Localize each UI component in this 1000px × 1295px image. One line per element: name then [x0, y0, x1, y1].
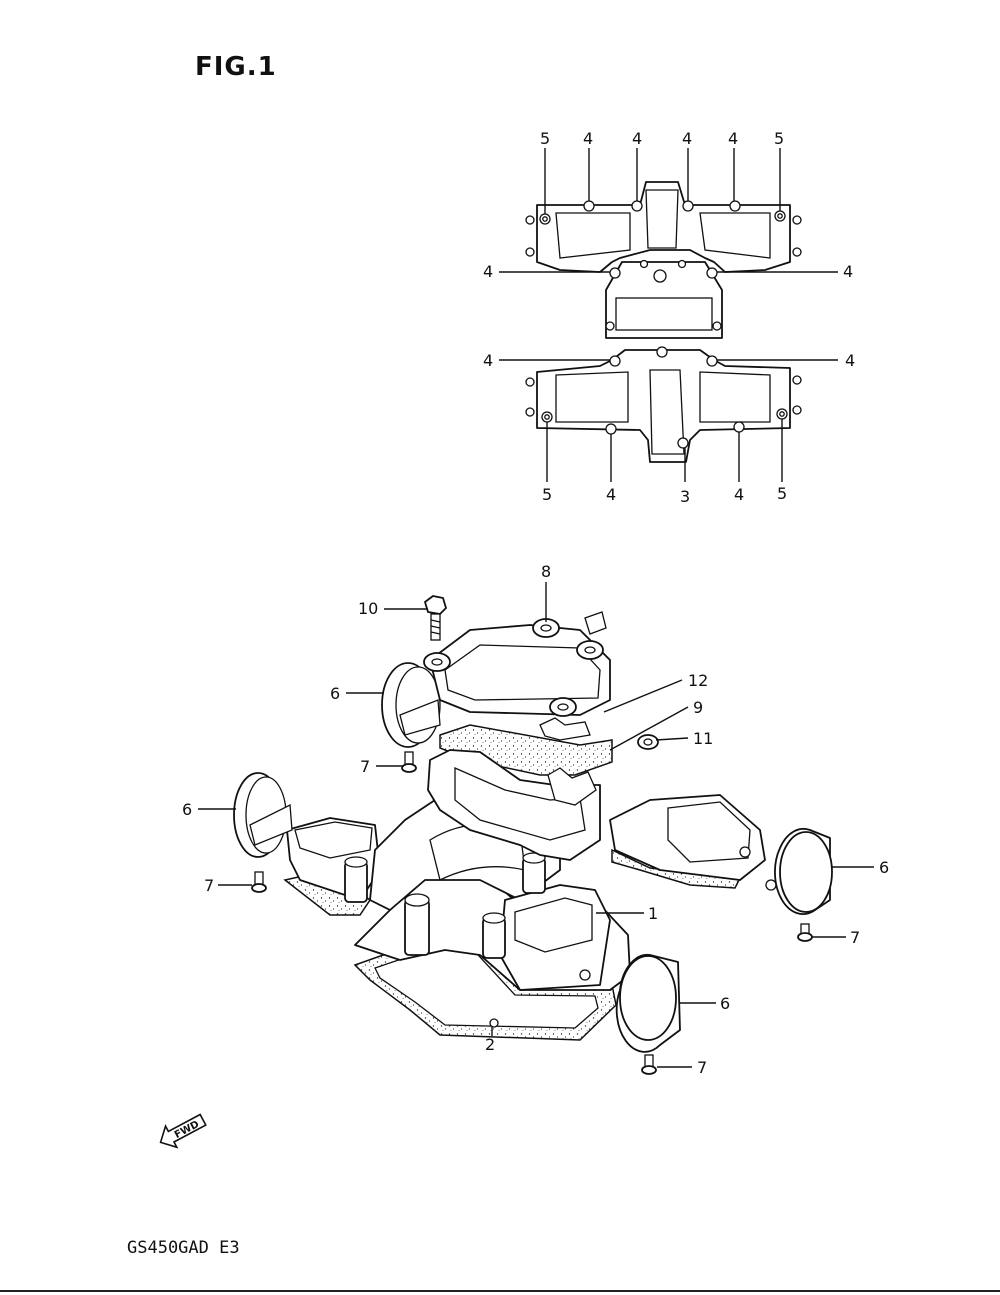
cap-lower — [615, 953, 681, 1053]
callout-12: 12 — [688, 671, 708, 690]
callout-6-lower: 6 — [720, 994, 730, 1013]
callout-11: 11 — [693, 729, 713, 748]
callout-bottom-4: 4 — [734, 485, 744, 504]
callout-top-4: 4 — [682, 129, 692, 148]
callout-9: 9 — [693, 698, 703, 717]
fwd-arrow-icon: FWD — [159, 1113, 207, 1149]
callout-2: 2 — [485, 1035, 495, 1054]
callout-right-1: 4 — [843, 262, 853, 281]
callout-7-upper: 7 — [360, 757, 370, 776]
head-cover-exploded — [233, 595, 833, 1075]
callout-top-6: 5 — [774, 129, 784, 148]
callout-left-1: 4 — [483, 262, 493, 281]
callout-6-upper-left: 6 — [330, 684, 340, 703]
callout-top-3: 4 — [632, 129, 642, 148]
callout-bottom-2: 4 — [606, 485, 616, 504]
callout-top-1: 5 — [540, 129, 550, 148]
cap-right — [774, 827, 833, 915]
cap-left — [233, 772, 293, 858]
callout-right-2: 4 — [845, 351, 855, 370]
gasket-plan-leaders — [499, 148, 838, 482]
bottom-border — [0, 1290, 1000, 1292]
cap-upper-left — [381, 662, 441, 748]
bolt-7b — [251, 871, 267, 893]
exploded-leaders — [198, 582, 874, 1068]
callout-1: 1 — [648, 904, 658, 923]
callout-6-left: 6 — [182, 800, 192, 819]
callout-top-2: 4 — [583, 129, 593, 148]
callout-8: 8 — [541, 562, 551, 581]
separator-plate — [539, 717, 591, 741]
callout-7-lower: 7 — [697, 1058, 707, 1077]
head-cover-gasket-plan — [525, 181, 802, 463]
model-code: GS450GAD E3 — [127, 1238, 240, 1258]
bolt-7c — [797, 923, 813, 942]
callout-bottom-1: 5 — [542, 485, 552, 504]
exploded-callouts: 8 10 6 12 9 11 7 6 7 1 6 7 6 2 7 — [182, 562, 889, 1077]
callout-bottom-5: 5 — [777, 484, 787, 503]
figure-title: FIG.1 — [195, 52, 277, 82]
gasket-plan-callouts: 5 4 4 4 4 5 4 4 4 4 5 4 3 4 5 — [483, 129, 855, 506]
callout-10: 10 — [358, 599, 378, 618]
callout-top-5: 4 — [728, 129, 738, 148]
callout-left-2: 4 — [483, 351, 493, 370]
callout-7-left: 7 — [204, 876, 214, 895]
callout-bottom-3: 3 — [680, 487, 690, 506]
callout-7-right: 7 — [850, 928, 860, 947]
bolt-7d — [641, 1054, 657, 1075]
bolt-10 — [424, 595, 447, 641]
bolt-7a — [401, 751, 417, 773]
callout-6-right: 6 — [879, 858, 889, 877]
